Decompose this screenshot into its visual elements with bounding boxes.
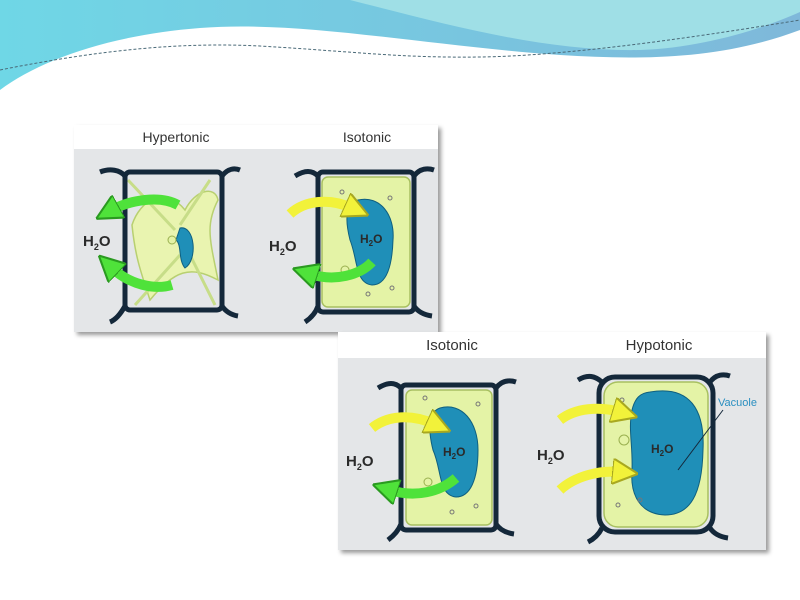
cell-isotonic-bottom bbox=[376, 378, 517, 542]
water-in-arrow bbox=[368, 417, 434, 428]
vacuole-pointer-line bbox=[677, 409, 724, 471]
label-hypertonic: Hypertonic bbox=[143, 129, 210, 145]
label-isotonic-top: Isotonic bbox=[343, 129, 391, 145]
cell-hypotonic bbox=[576, 372, 731, 545]
label-isotonic-bottom: Isotonic bbox=[426, 337, 478, 354]
water-out-arrow bbox=[112, 194, 181, 210]
h2o-label-vacuole: H2O bbox=[360, 232, 382, 248]
header-wave-banner bbox=[0, 0, 800, 90]
cell-hypertonic bbox=[99, 166, 241, 325]
water-in-arrow bbox=[286, 202, 352, 218]
h2o-label: H2O bbox=[83, 233, 111, 252]
label-vacuole: Vacuole bbox=[718, 397, 757, 409]
h2o-label-vacuole: H2O bbox=[651, 442, 673, 458]
h2o-label-vacuole: H2O bbox=[443, 445, 465, 461]
label-hypotonic: Hypotonic bbox=[626, 337, 693, 354]
h2o-label: H2O bbox=[269, 238, 297, 257]
h2o-label: H2O bbox=[537, 447, 565, 466]
water-out-arrow bbox=[112, 268, 174, 292]
water-in-arrow bbox=[556, 409, 620, 425]
h2o-label: H2O bbox=[346, 453, 374, 472]
water-out-arrow bbox=[390, 474, 460, 494]
water-out-arrow bbox=[310, 258, 376, 277]
water-in-arrow bbox=[556, 472, 620, 494]
